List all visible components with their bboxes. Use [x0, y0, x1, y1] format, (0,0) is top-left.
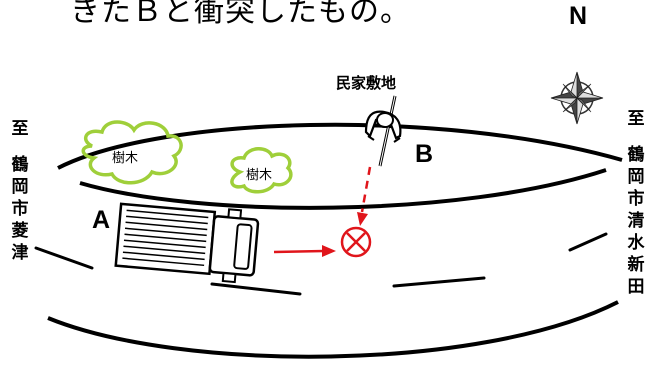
b-travel-arrow [357, 166, 372, 226]
tree-icon [81, 120, 183, 185]
left-place-char: 市 [11, 199, 29, 219]
compass-icon [550, 71, 604, 125]
right-to-char: 至 [627, 109, 645, 129]
left-place-char: 菱 [11, 221, 29, 241]
road-inner-edge [79, 168, 607, 210]
right-place-char: 水 [627, 233, 645, 253]
vehicle-a-label: A [92, 206, 111, 234]
collision-point-icon [340, 226, 372, 258]
truck-a-icon [114, 202, 260, 284]
left-place-char: 岡 [11, 177, 29, 197]
left-place-char: 津 [11, 243, 29, 263]
north-label: N [569, 2, 588, 30]
description-text: きたＢと衝突したもの。 [70, 0, 411, 29]
right-place-char: 新 [627, 255, 645, 275]
left-place-char: 鶴 [11, 155, 29, 175]
right-place-char: 田 [627, 277, 645, 297]
road-bottom-edge [47, 300, 619, 359]
left-destination-label: 至 鶴 岡 市 菱 津 [8, 118, 32, 264]
lane-markings [34, 232, 608, 296]
cyclist-b-icon [364, 95, 402, 167]
right-place-char: 鶴 [627, 145, 645, 165]
left-to-char: 至 [11, 119, 29, 139]
right-place-char: 市 [627, 189, 645, 209]
right-destination-label: 至 鶴 岡 市 清 水 新 田 [624, 108, 648, 298]
right-place-char: 岡 [627, 167, 645, 187]
right-place-char: 清 [627, 211, 645, 231]
tree-label: 樹木 [112, 151, 139, 166]
road-top-edge [57, 122, 623, 170]
a-travel-arrow [273, 245, 336, 257]
private-land-label: 民家敷地 [336, 74, 397, 92]
tree-icon [230, 147, 293, 194]
tree-label: 樹木 [246, 168, 273, 183]
party-b-label: B [415, 140, 434, 168]
